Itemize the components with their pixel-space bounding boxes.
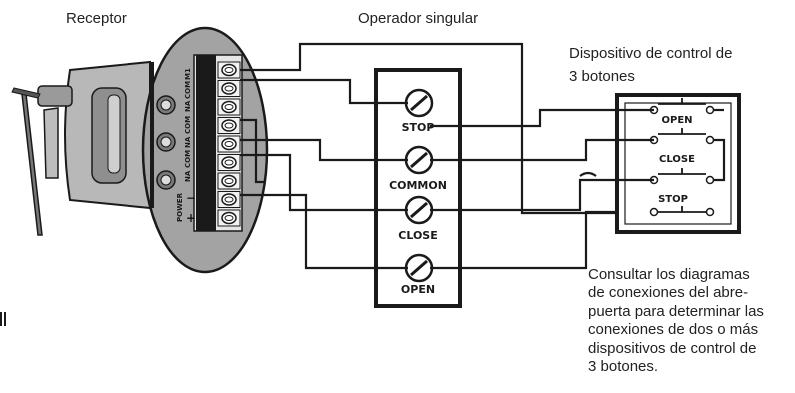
- operator-label-open: OPEN: [401, 283, 435, 296]
- operator-screw-terminal: [404, 253, 434, 283]
- wire-na-upper: [240, 118, 264, 184]
- control-title-line1: Dispositivo de control de: [569, 45, 733, 62]
- wire-com-to-common: [240, 138, 408, 162]
- receiver-label-com-3: COM: [184, 150, 192, 168]
- receiver-terminal-screw: [217, 154, 241, 171]
- receiver-terminal-screw: [217, 98, 241, 116]
- wire-open-to-control: [430, 210, 616, 270]
- control-label-close: CLOSE: [659, 154, 695, 165]
- wire-stop-to-control: [430, 108, 654, 128]
- operator-screw-terminal: [404, 88, 434, 118]
- control-station: [615, 93, 741, 234]
- operator-label-close: CLOSE: [398, 229, 437, 242]
- receiver-label-na-3: NA: [184, 170, 192, 182]
- note-line: 3 botones.: [588, 358, 659, 376]
- wire-m1-to-control: [240, 42, 616, 215]
- operator-label-common: COMMON: [389, 179, 447, 192]
- operator-screw-terminal: [404, 195, 434, 225]
- antenna-wire: [21, 93, 43, 236]
- receiver-label-power: POWER: [176, 192, 184, 222]
- receiver-terminal-screw: [217, 172, 241, 190]
- receiver-terminal-screw: [217, 117, 241, 134]
- receiver-led-button: [156, 132, 176, 152]
- receiver-title: Receptor: [66, 10, 127, 27]
- receiver-label-plus: +: [186, 211, 196, 225]
- receiver-terminal-screw: [217, 61, 241, 79]
- control-switch-stop: [649, 206, 715, 217]
- note-line: puerta para determinar las: [588, 302, 764, 320]
- control-switch-close-bottom: [649, 168, 715, 185]
- note-line: de conexiones del abre-: [588, 284, 749, 302]
- receiver-label-na-1: NA: [184, 100, 192, 112]
- note-line: conexiones de dos o más: [588, 321, 759, 339]
- receiver-led-button: [156, 95, 176, 115]
- wire-power-to-open: [240, 193, 408, 270]
- control-label-open: OPEN: [661, 115, 692, 126]
- wire-common-to-control: [430, 138, 654, 162]
- wiring-note: Consultar los diagramas de conexiones de…: [588, 266, 788, 376]
- operator-title: Operador singular: [358, 10, 479, 27]
- receiver-terminal-screw: [217, 209, 241, 227]
- receiver-label-com-1: COM: [184, 81, 192, 99]
- control-title-line2: 3 botones: [569, 68, 635, 85]
- wire-control-bridge: [714, 138, 726, 182]
- wire-m1-to-stop: [240, 78, 408, 105]
- wire-na-to-close: [240, 153, 408, 212]
- receiver-terminal-screw: [217, 135, 241, 153]
- page-edge-mark: [0, 312, 6, 326]
- control-switch-close-top: [649, 128, 715, 145]
- wire-close-to-control: [430, 178, 654, 212]
- receiver-led-button: [156, 170, 176, 190]
- receiver-terminal-screw: [217, 191, 241, 208]
- control-label-stop: STOP: [658, 194, 688, 205]
- receiver-label-com-2: COM: [184, 116, 192, 134]
- operator-label-stop: STOP: [402, 121, 435, 134]
- receiver-terminal-screw: [217, 80, 241, 97]
- receiver-label-na-2: NA: [184, 136, 192, 148]
- receiver-label-minus: −: [186, 191, 196, 205]
- operator-screw-terminal: [404, 145, 434, 175]
- wire-crossover: [579, 171, 597, 177]
- note-line: Consultar los diagramas: [588, 266, 750, 283]
- note-line: dispositivos de control de: [588, 339, 757, 357]
- wires: [240, 42, 726, 270]
- receiver-label-m1: M1: [184, 68, 192, 80]
